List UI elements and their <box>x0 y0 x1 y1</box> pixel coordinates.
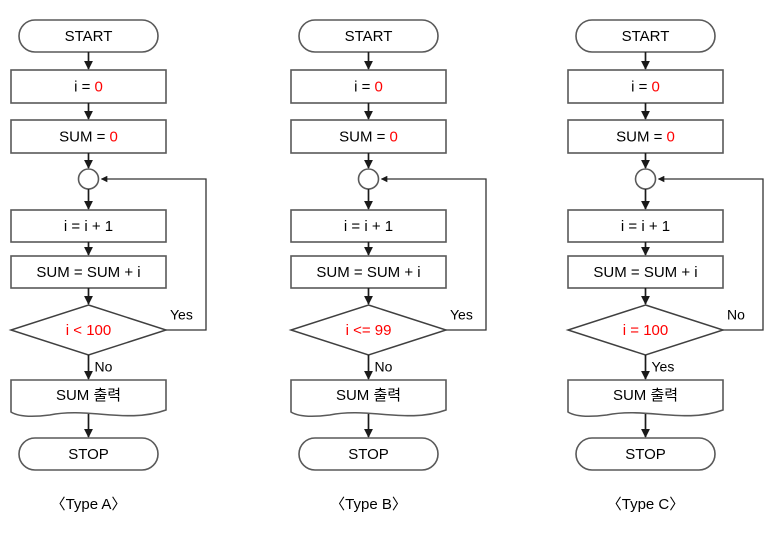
loop-junction-connector <box>357 168 380 190</box>
terminator-stop-label: STOP <box>625 446 666 463</box>
decision-exit-branch-label: No <box>375 359 393 375</box>
process-init-sum <box>290 119 447 154</box>
process-init-i-label: i = 0 <box>631 78 660 95</box>
process-accumulate-label: SUM = SUM + i <box>36 264 140 281</box>
terminator-stop <box>298 437 439 471</box>
process-init-sum-label: SUM = 0 <box>616 128 675 145</box>
decision-label: i = 100 <box>623 322 668 339</box>
document-output-label: SUM 출력 <box>336 387 401 404</box>
document-output <box>10 379 167 418</box>
process-accumulate-label: SUM = SUM + i <box>593 264 697 281</box>
loop-back-line <box>100 175 207 331</box>
process-init-i-label: i = 0 <box>74 78 103 95</box>
process-accumulate-label: SUM = SUM + i <box>316 264 420 281</box>
process-increment <box>567 209 724 243</box>
process-init-i <box>10 69 167 104</box>
loop-back-line <box>380 175 487 331</box>
process-increment-label: i = i + 1 <box>621 218 670 235</box>
document-output <box>567 379 724 418</box>
process-init-i-label: i = 0 <box>354 78 383 95</box>
loop-junction-connector <box>634 168 657 190</box>
document-output-label: SUM 출력 <box>56 387 121 404</box>
decision-loop-branch-label: No <box>727 307 745 323</box>
flowchart-column-type-a: START i = 0 SUM = 0 i = i + 1 SUM = SUM + i i… <box>8 19 207 513</box>
decision-loop-branch-label: Yes <box>170 307 193 323</box>
terminator-start-label: START <box>65 28 113 45</box>
process-increment-label: i = i + 1 <box>64 218 113 235</box>
terminator-start-label: START <box>622 28 670 45</box>
column-caption-type-b: 〈Type B〉 <box>330 496 407 513</box>
terminator-stop <box>575 437 716 471</box>
column-caption-type-c: 〈Type C〉 <box>607 496 685 513</box>
loop-junction-connector <box>77 168 100 190</box>
decision-label: i < 100 <box>66 322 111 339</box>
decision-loop-branch-label: Yes <box>450 307 473 323</box>
process-increment <box>10 209 167 243</box>
decision-exit-branch-label: No <box>95 359 113 375</box>
loop-back-line <box>657 175 764 331</box>
document-output-label: SUM 출력 <box>613 387 678 404</box>
column-caption-type-a: 〈Type A〉 <box>51 496 127 513</box>
process-increment-label: i = i + 1 <box>344 218 393 235</box>
document-output <box>290 379 447 418</box>
terminator-start-label: START <box>345 28 393 45</box>
terminator-stop-label: STOP <box>68 446 109 463</box>
process-accumulate <box>10 255 167 289</box>
terminator-stop <box>18 437 159 471</box>
process-init-sum-label: SUM = 0 <box>59 128 118 145</box>
decision-exit-branch-label: Yes <box>652 359 675 375</box>
terminator-stop-label: STOP <box>348 446 389 463</box>
decision-label: i <= 99 <box>346 322 392 339</box>
flowchart-column-type-b: START i = 0 SUM = 0 i = i + 1 SUM = SUM + i i… <box>288 19 487 513</box>
process-init-sum-label: SUM = 0 <box>339 128 398 145</box>
process-accumulate <box>290 255 447 289</box>
flowchart-column-type-c: START i = 0 SUM = 0 i = i + 1 SUM = SUM + i i… <box>565 19 764 513</box>
